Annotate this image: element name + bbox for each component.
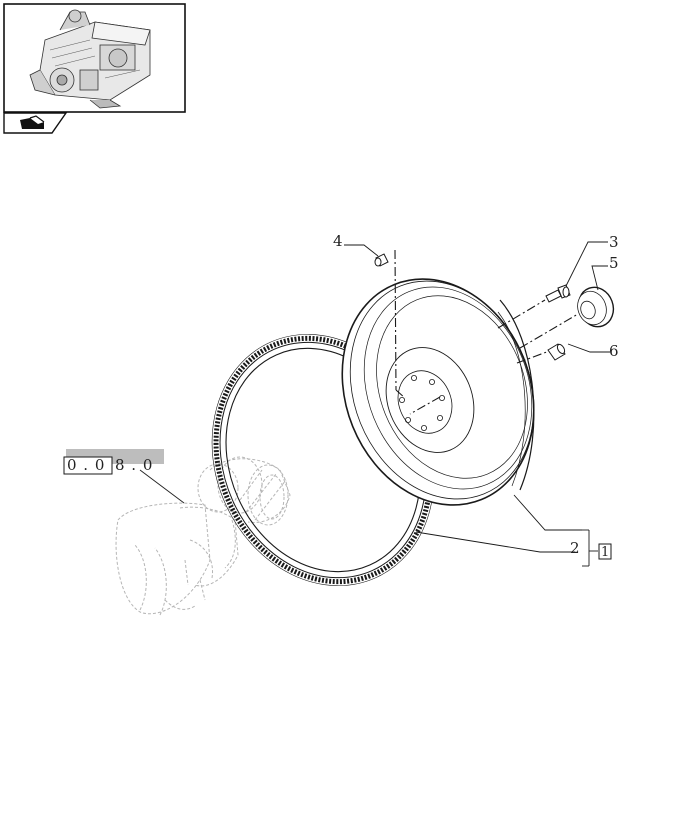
callout-2: 2 [570,539,580,557]
engine-thumbnail-icon[interactable] [3,3,186,113]
section-reference: 0 . 0 8 . 0 [63,449,164,475]
callout-6: 6 [609,342,619,360]
washer-plate [577,286,615,328]
svg-text:1: 1 [601,545,609,560]
page-turn-arrow-icon[interactable] [3,112,68,134]
flywheel [341,278,535,506]
callout-leaders [344,241,610,567]
section-ref-leader [139,469,185,504]
section-ref-tail: 8 . 0 [115,456,153,474]
callout-5: 5 [609,254,619,272]
section-ref-boxed: 0 . 0 [67,456,105,474]
flywheel-pin [547,343,566,361]
dowel-pin [374,253,389,267]
assembly-axis-lines [394,249,579,415]
kit-box: 1 [598,543,612,560]
callout-4: 4 [333,232,343,250]
flywheel-bolt [545,284,571,303]
crankshaft-ghost [115,456,291,616]
callout-3: 3 [609,233,619,251]
